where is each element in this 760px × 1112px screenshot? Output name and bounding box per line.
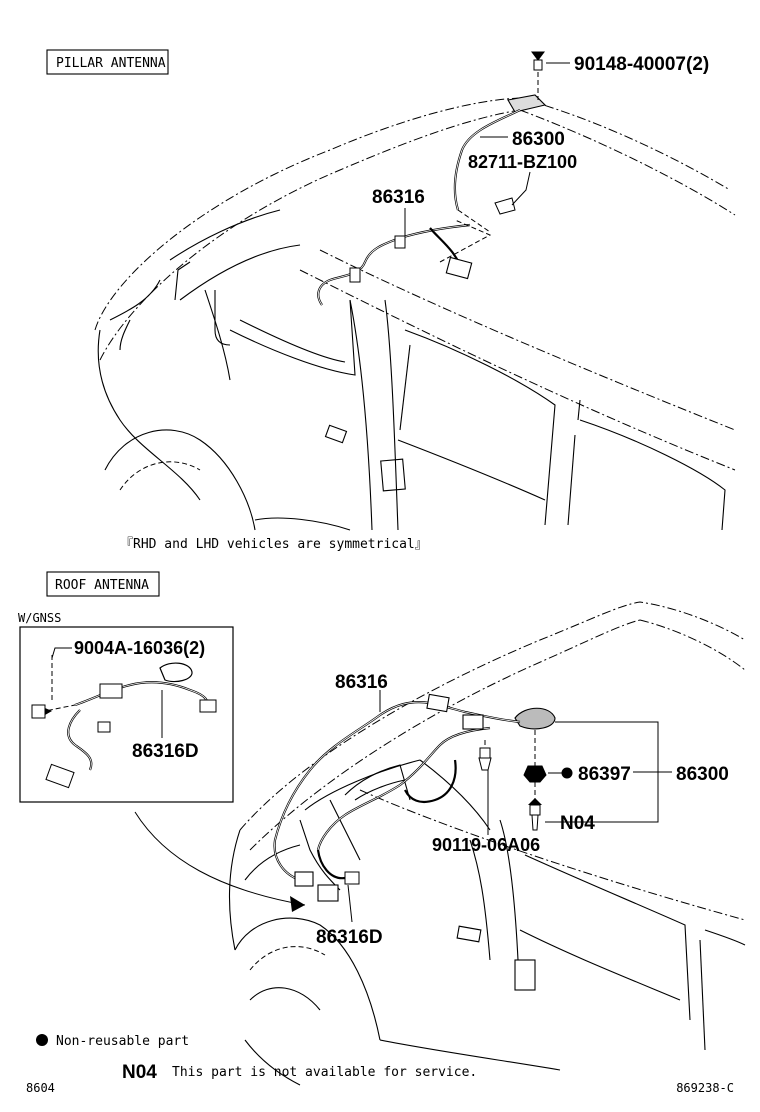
part-number-90119-06a06: 90119-06A06 — [432, 835, 540, 855]
pillar-vehicle-body — [94, 97, 736, 531]
legend-dot-icon — [36, 1034, 48, 1046]
pillar-antenna-section: PILLAR ANTENNA — [46, 49, 736, 552]
gnss-inset: 9004A-16036(2) 86316D — [19, 626, 234, 803]
clamp-icon — [494, 197, 516, 215]
footer-right-code: 869238-C — [676, 1081, 734, 1095]
roof-title-box — [46, 571, 160, 597]
inset-label: W/GNSS — [18, 611, 61, 625]
part-number-86316-roof: 86316 — [335, 672, 388, 693]
pillar-antenna-assembly — [317, 51, 547, 306]
part-number-9004a-16036: 9004A-16036(2) — [74, 638, 205, 658]
roof-title: ROOF ANTENNA — [55, 578, 149, 593]
part-number-86300-roof: 86300 — [676, 764, 729, 785]
legend: Non-reusable part N04 This part is not a… — [36, 1034, 477, 1083]
part-number-82711-bz100: 82711-BZ100 — [468, 152, 577, 172]
part-number-n04: N04 — [560, 813, 595, 834]
shark-fin-antenna-icon — [514, 707, 556, 730]
roof-antenna-assembly — [273, 693, 556, 902]
pillar-title-box — [46, 49, 169, 75]
legend-nonreusable: Non-reusable part — [56, 1034, 189, 1049]
symmetry-note: 『RHD and LHD vehicles are symmetrical』 — [120, 537, 428, 552]
antenna-base-icon — [507, 94, 547, 113]
roof-antenna-section: ROOF ANTENNA W/GNSS 9004A-16036(2) 86316… — [18, 571, 746, 1086]
part-number-86300-pillar: 86300 — [512, 129, 565, 150]
part-number-86316d-roof: 86316D — [316, 927, 383, 948]
arrow-icon — [290, 896, 305, 912]
part-number-86316d-inset: 86316D — [132, 741, 199, 762]
legend-n04-text: This part is not available for service. — [172, 1065, 477, 1080]
part-number-86397: 86397 — [578, 764, 631, 785]
part-number-90148-40007: 90148-40007(2) — [574, 54, 709, 75]
screw-icon — [531, 51, 545, 61]
legend-n04-code: N04 — [122, 1062, 157, 1083]
nonreusable-dot-icon — [561, 767, 573, 779]
footer-left-code: 8604 — [26, 1081, 55, 1095]
pillar-title: PILLAR ANTENNA — [56, 56, 166, 71]
part-number-86316-pillar: 86316 — [372, 187, 425, 208]
nut-icon — [523, 765, 547, 783]
